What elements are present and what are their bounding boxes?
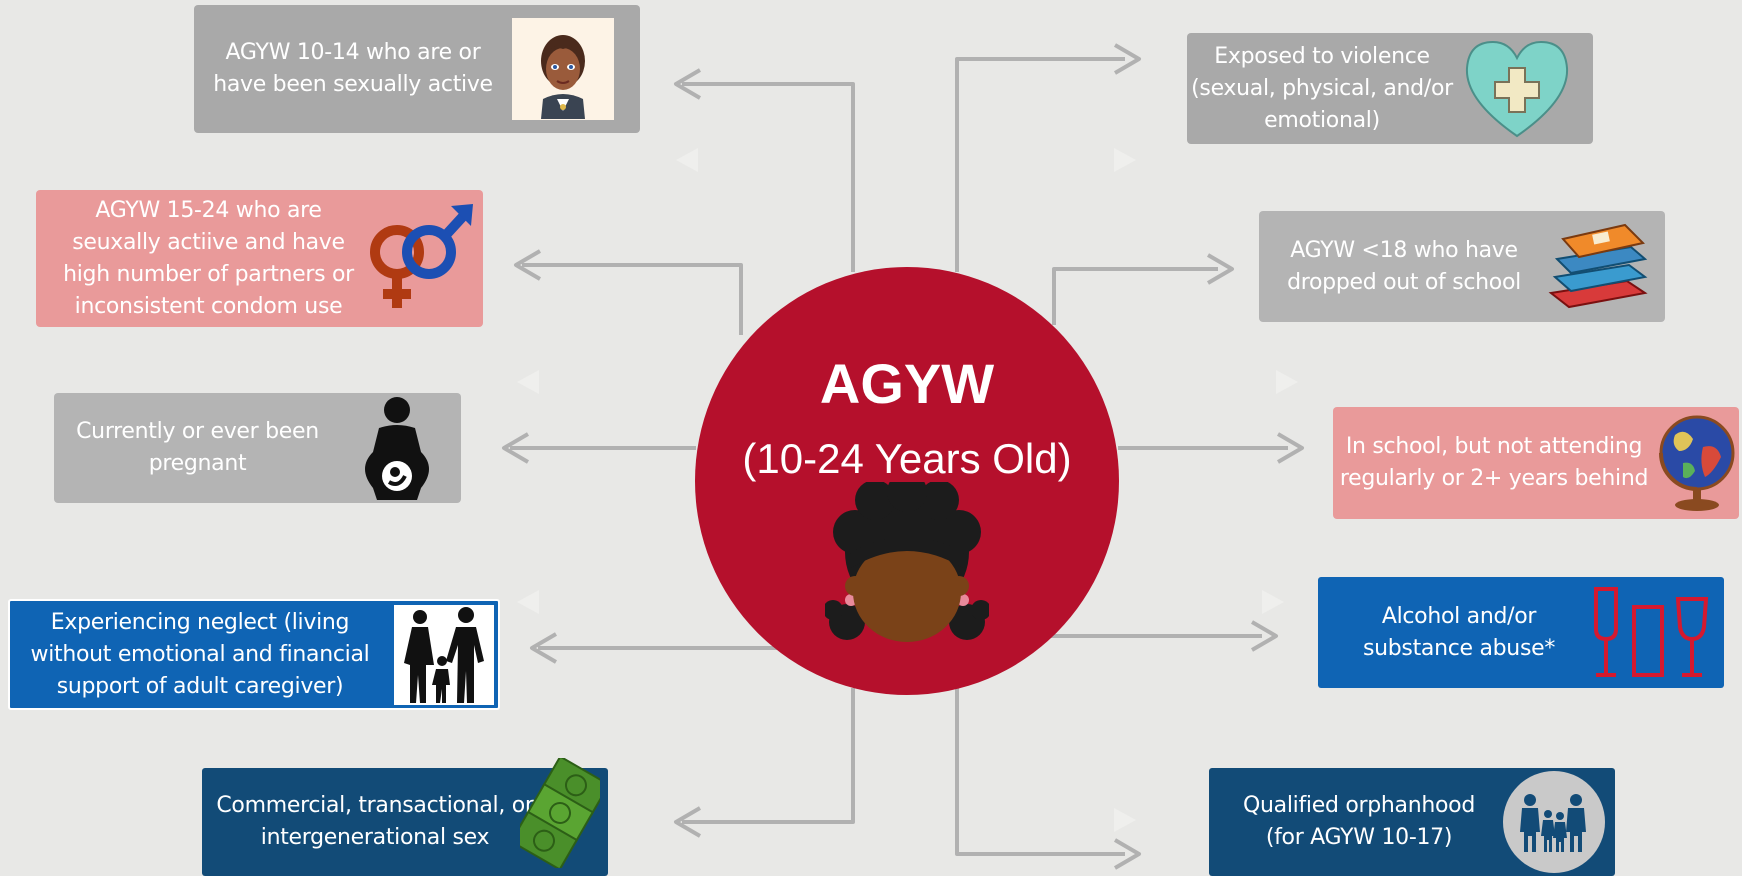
risk-box-label: Alcohol and/or substance abuse* (1362, 603, 1556, 661)
risk-box-label: Commercial, transactional, or intergener… (216, 793, 534, 850)
connector-left-5 (682, 688, 855, 824)
risk-box-substance-abuse: Alcohol and/or substance abuse* (1318, 577, 1724, 688)
risk-box-label: Experiencing neglect (living without emo… (30, 609, 370, 699)
arrowhead-left-2 (514, 249, 542, 281)
risk-box-multiple-partners: AGYW 15-24 who are seuxally actiive and … (36, 190, 483, 327)
center-title: AGYW (819, 352, 995, 415)
risk-box-label: AGYW 15-24 who are seuxally actiive and … (63, 197, 354, 319)
books-icon (1545, 219, 1651, 315)
gender-symbols-icon (359, 200, 477, 318)
glasses-icon (1590, 585, 1710, 681)
arrowhead-right-5 (1113, 838, 1141, 870)
girl-face-icon (823, 472, 991, 647)
arrowhead-right-2 (1206, 253, 1234, 285)
risk-box-school-attendance: In school, but not attending regularly o… (1333, 407, 1739, 519)
risk-box-violence: Exposed to violence (sexual, physical, a… (1187, 33, 1593, 144)
connector-right-2 (1052, 267, 1218, 325)
risk-box-label: AGYW <18 who have dropped out of school (1287, 237, 1521, 295)
risk-box-neglect: Experiencing neglect (living without emo… (8, 599, 500, 710)
risk-box-sexually-active-10-14: AGYW 10-14 who are or have been sexually… (194, 5, 640, 133)
risk-box-transactional-sex: Commercial, transactional, or intergener… (202, 758, 608, 876)
risk-box-label: AGYW 10-14 who are or have been sexually… (213, 40, 493, 97)
connector-left-2 (522, 263, 743, 335)
family-circle-icon (1503, 771, 1605, 873)
risk-box-label: Qualified orphanhood (for AGYW 10-17) (1243, 793, 1475, 850)
risk-box-orphanhood: Qualified orphanhood (for AGYW 10-17) (1209, 768, 1615, 876)
money-icon (520, 758, 600, 868)
risk-box-pregnant: Currently or ever been pregnant (54, 393, 461, 503)
arrowhead-left-5 (674, 806, 702, 838)
connector-right-5 (955, 688, 1125, 856)
risk-box-dropped-out: AGYW <18 who have dropped out of school (1259, 211, 1665, 322)
arrowhead-right-3 (1276, 432, 1304, 464)
heart-cross-icon (1461, 38, 1573, 140)
risk-box-label: Currently or ever been pregnant (76, 419, 319, 476)
center-subtitle: (10-24 Years Old) (742, 435, 1072, 482)
pregnant-woman-icon (355, 396, 439, 500)
arrowhead-right-1 (1113, 43, 1141, 75)
arrowhead-left-1 (674, 68, 702, 100)
globe-icon (1653, 411, 1737, 515)
arrowhead-right-4 (1250, 620, 1278, 652)
risk-box-label: In school, but not attending regularly o… (1339, 434, 1649, 491)
arrowhead-left-3 (502, 432, 530, 464)
risk-box-label: Exposed to violence (sexual, physical, a… (1191, 43, 1453, 133)
center-circle: AGYW (10-24 Years Old) (695, 267, 1119, 695)
family-silhouette-icon (394, 604, 494, 705)
arrowhead-left-4 (530, 632, 558, 664)
connector-left-1 (682, 82, 855, 272)
connector-right-1 (955, 57, 1125, 272)
girl-portrait-icon (512, 18, 614, 120)
